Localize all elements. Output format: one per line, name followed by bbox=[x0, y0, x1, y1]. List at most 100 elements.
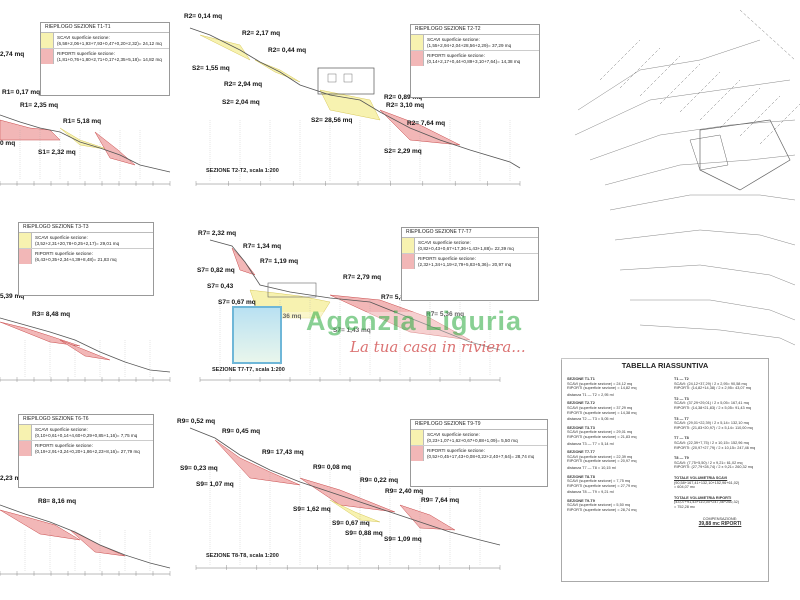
label-s7-a: S7= 0,82 mq bbox=[197, 267, 235, 274]
label-r2-g: R2= 7,64 mq bbox=[407, 120, 446, 127]
t9-scavi-area bbox=[329, 499, 381, 523]
plan-contour-6 bbox=[619, 264, 796, 286]
label-r2-f: R2= 3,10 mq bbox=[386, 102, 425, 109]
plan-section-line-6 bbox=[719, 87, 761, 129]
label-r7-d: R7= 2,79 mq bbox=[343, 274, 382, 281]
summary-box-t6: RIEPILOGO SEZIONE T6-T6 SCAVI superficie… bbox=[18, 414, 154, 488]
t2-riporti-area bbox=[379, 109, 461, 146]
label-s9-d: S9= 0,67 mq bbox=[332, 520, 370, 527]
agency-name: Agenzia Liguria bbox=[306, 306, 523, 336]
label-r7-e: R7= 5,83 mq bbox=[381, 294, 419, 301]
plan-section-line-5 bbox=[699, 79, 741, 121]
summary-title: TABELLA RIASSUNTIVA bbox=[621, 361, 709, 370]
label-r1-b: R1= 2,35 mq bbox=[20, 102, 59, 109]
t7-riporti-area-2 bbox=[329, 294, 471, 341]
t9-riporti-area bbox=[214, 439, 301, 486]
t2-ground-line bbox=[189, 27, 521, 169]
summary-box-t7: RIEPILOGO SEZIONE T7-T7 SCAVI superficie… bbox=[401, 227, 539, 301]
t9-ground-line bbox=[189, 427, 501, 546]
plan-section-line-3 bbox=[659, 63, 701, 105]
plan-building-2 bbox=[689, 134, 729, 171]
label-s2-b: S2= 2,04 mq bbox=[222, 99, 260, 106]
plan-contour-5 bbox=[614, 229, 796, 246]
section-t2-title: SEZIONE T2-T2, scala 1:200 bbox=[206, 168, 279, 174]
label-r1-a: R1= 0,17 mq bbox=[2, 89, 41, 96]
t9-riporti-area-3 bbox=[399, 504, 456, 531]
label-r7-c: R7= 1,19 mq bbox=[260, 258, 299, 265]
label-r2-c: R2= 0,44 mq bbox=[268, 47, 307, 54]
label-r2-b: R2= 2,17 mq bbox=[242, 30, 281, 37]
plan-section-line-8 bbox=[759, 103, 800, 145]
plan-contour-1 bbox=[574, 79, 791, 136]
t7-riporti-area bbox=[231, 247, 256, 276]
label-s9-b: S9= 1,07 mq bbox=[196, 481, 234, 488]
label-r8: R8= 8,16 mq bbox=[38, 498, 77, 505]
label-r9-g: R9= 7,64 mq bbox=[421, 497, 460, 504]
summary-box-t2: RIEPILOGO SEZIONE T2-T2 SCAVI superficie… bbox=[410, 24, 540, 98]
summary-box-t9: RIEPILOGO SEZIONE T9-T9 SCAVI superficie… bbox=[410, 419, 548, 487]
label-s7-e: S7= 1,43 mq bbox=[333, 327, 371, 334]
t2-scavi-area-3 bbox=[319, 89, 381, 121]
t1-riporti-area bbox=[0, 119, 61, 141]
plan-section-line-4 bbox=[679, 71, 721, 113]
t3-riporti-area-2 bbox=[59, 339, 111, 361]
label-s7-c: S7= 0,67 mq bbox=[218, 299, 256, 306]
agency-logo-icon bbox=[232, 306, 282, 364]
label-r1-c: R1= 5,18 mq bbox=[63, 118, 102, 125]
label-r7-a: R7= 2,32 mq bbox=[198, 230, 237, 237]
t7-structure bbox=[267, 282, 317, 298]
t2-building bbox=[317, 67, 375, 95]
label-s9-c: S9= 1,62 mq bbox=[293, 506, 331, 513]
plan-section-line-0 bbox=[599, 39, 641, 81]
label-s1: S1= 2,32 mq bbox=[38, 149, 76, 156]
label-r9-c: R9= 17,43 mq bbox=[262, 449, 304, 456]
label-r9-a: R9= 0,52 mq bbox=[177, 418, 216, 425]
label-s2-c: S2= 28,56 mq bbox=[311, 117, 353, 124]
section-t7-title: SEZIONE T7-T7, scala 1:200 bbox=[212, 367, 285, 373]
t2-scavi-area bbox=[199, 34, 251, 61]
t9-riporti-area-2 bbox=[299, 477, 396, 513]
label-t6-a: 2,23 mq bbox=[0, 475, 25, 482]
section-t9-title: SEZIONE T8-T8, scala 1:200 bbox=[206, 553, 279, 559]
label-s9-a: S9= 0,23 mq bbox=[180, 465, 218, 472]
label-r3: R3= 8,48 mq bbox=[32, 311, 71, 318]
t7-ground-line bbox=[209, 239, 501, 351]
plan-contour-0 bbox=[577, 39, 761, 111]
label-r9-e: R9= 0,22 mq bbox=[360, 477, 399, 484]
plan-contour-8 bbox=[639, 324, 796, 346]
label-r9-d: R9= 0,08 mq bbox=[313, 464, 352, 471]
label-s2-a: S2= 1,55 mq bbox=[192, 65, 230, 72]
label-s9-f: S9= 1,09 mq bbox=[384, 536, 422, 543]
label-s7-b: S7= 0,43 bbox=[207, 283, 234, 290]
plan-section-line-7 bbox=[739, 95, 781, 137]
label-r2-e: R2= 0,89 mq bbox=[384, 94, 423, 101]
t6-ground-line bbox=[0, 504, 171, 569]
plan-section-line-top bbox=[739, 9, 796, 61]
label-s9-e: S9= 0,88 mq bbox=[345, 530, 383, 537]
label-r2-a: R2= 0,14 mq bbox=[184, 13, 223, 20]
t3-riporti-area bbox=[0, 321, 81, 347]
plan-contour-7 bbox=[630, 299, 796, 321]
label-t1-o: 0 mq bbox=[0, 140, 16, 147]
label-t1-a: 2,74 mq bbox=[0, 51, 25, 58]
label-s2-d: S2= 2,29 mq bbox=[384, 148, 422, 155]
plan-contour-2 bbox=[589, 119, 796, 161]
site-plan bbox=[560, 10, 796, 355]
label-t3-a: 5,39 mq bbox=[0, 293, 25, 300]
plan-building bbox=[699, 119, 791, 191]
label-r9-b: R9= 0,45 mq bbox=[222, 428, 261, 435]
label-r7-b: R7= 1,34 mq bbox=[243, 243, 282, 250]
plan-contour-3 bbox=[604, 154, 796, 186]
plan-section-line-1 bbox=[619, 47, 661, 89]
plan-section-line-2 bbox=[639, 55, 681, 97]
summary-box-t3: RIEPILOGO SEZIONE T3-T3 SCAVI superficie… bbox=[18, 222, 154, 296]
label-r9-f: R9= 2,40 mq bbox=[385, 488, 424, 495]
t6-riporti-area bbox=[0, 509, 81, 541]
agency-slogan: La tua casa in riviera... bbox=[350, 338, 526, 356]
summary-box-t1: RIEPILOGO SEZIONE T1-T1 SCAVI superficie… bbox=[40, 22, 170, 96]
plan-contour-4 bbox=[609, 194, 796, 211]
